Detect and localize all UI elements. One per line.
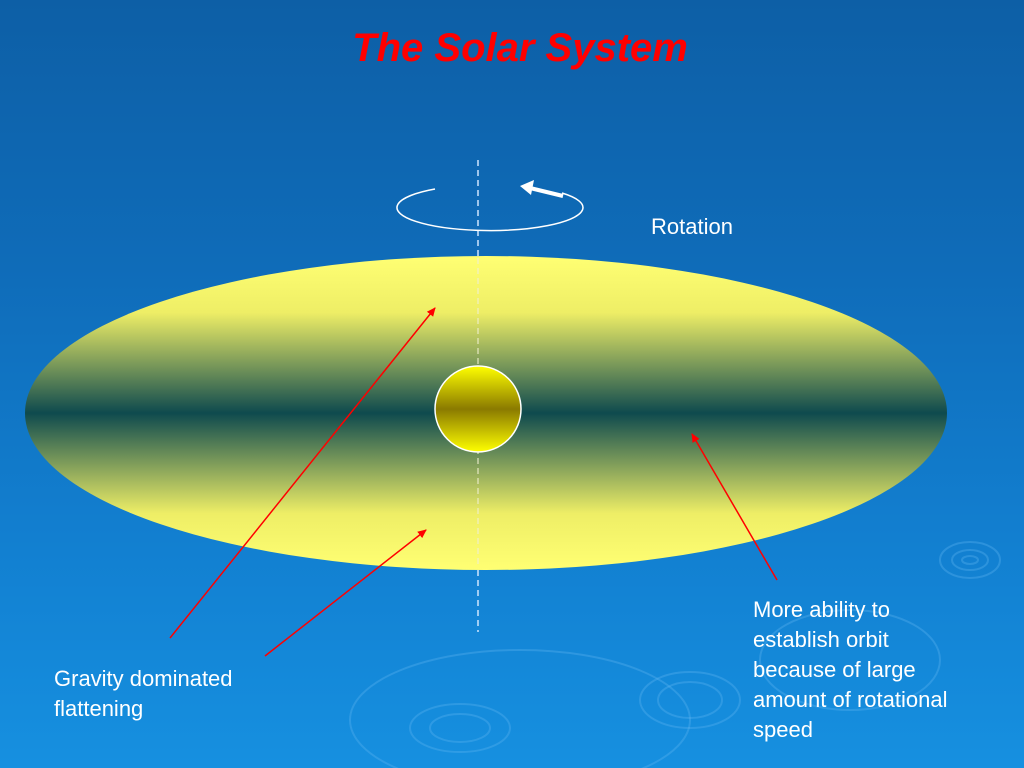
- sun: [434, 365, 522, 453]
- ripple-decoration: [349, 541, 1001, 768]
- gravity-label-line: flattening: [54, 696, 144, 721]
- curved-rotation-arrow-icon: [520, 180, 564, 198]
- rotation-label: Rotation: [651, 214, 733, 239]
- rotation-indicator: [396, 180, 584, 232]
- slide-title: The Solar System: [352, 26, 688, 70]
- orbit-label-line: More ability to: [753, 597, 890, 622]
- orbit-label-line: establish orbit: [753, 627, 889, 652]
- gravity-label-line: Gravity dominated: [54, 666, 233, 691]
- gravity-label: Gravity dominated flattening: [54, 664, 233, 724]
- orbit-label-line: because of large: [753, 657, 916, 682]
- orbit-label-line: speed: [753, 717, 813, 742]
- orbit-label: More ability to establish orbit because …: [753, 595, 947, 745]
- orbit-arrow: [691, 433, 778, 581]
- gravity-arrow-2: [264, 529, 427, 657]
- orbit-label-line: amount of rotational: [753, 687, 948, 712]
- gravity-arrow-1: [169, 307, 436, 639]
